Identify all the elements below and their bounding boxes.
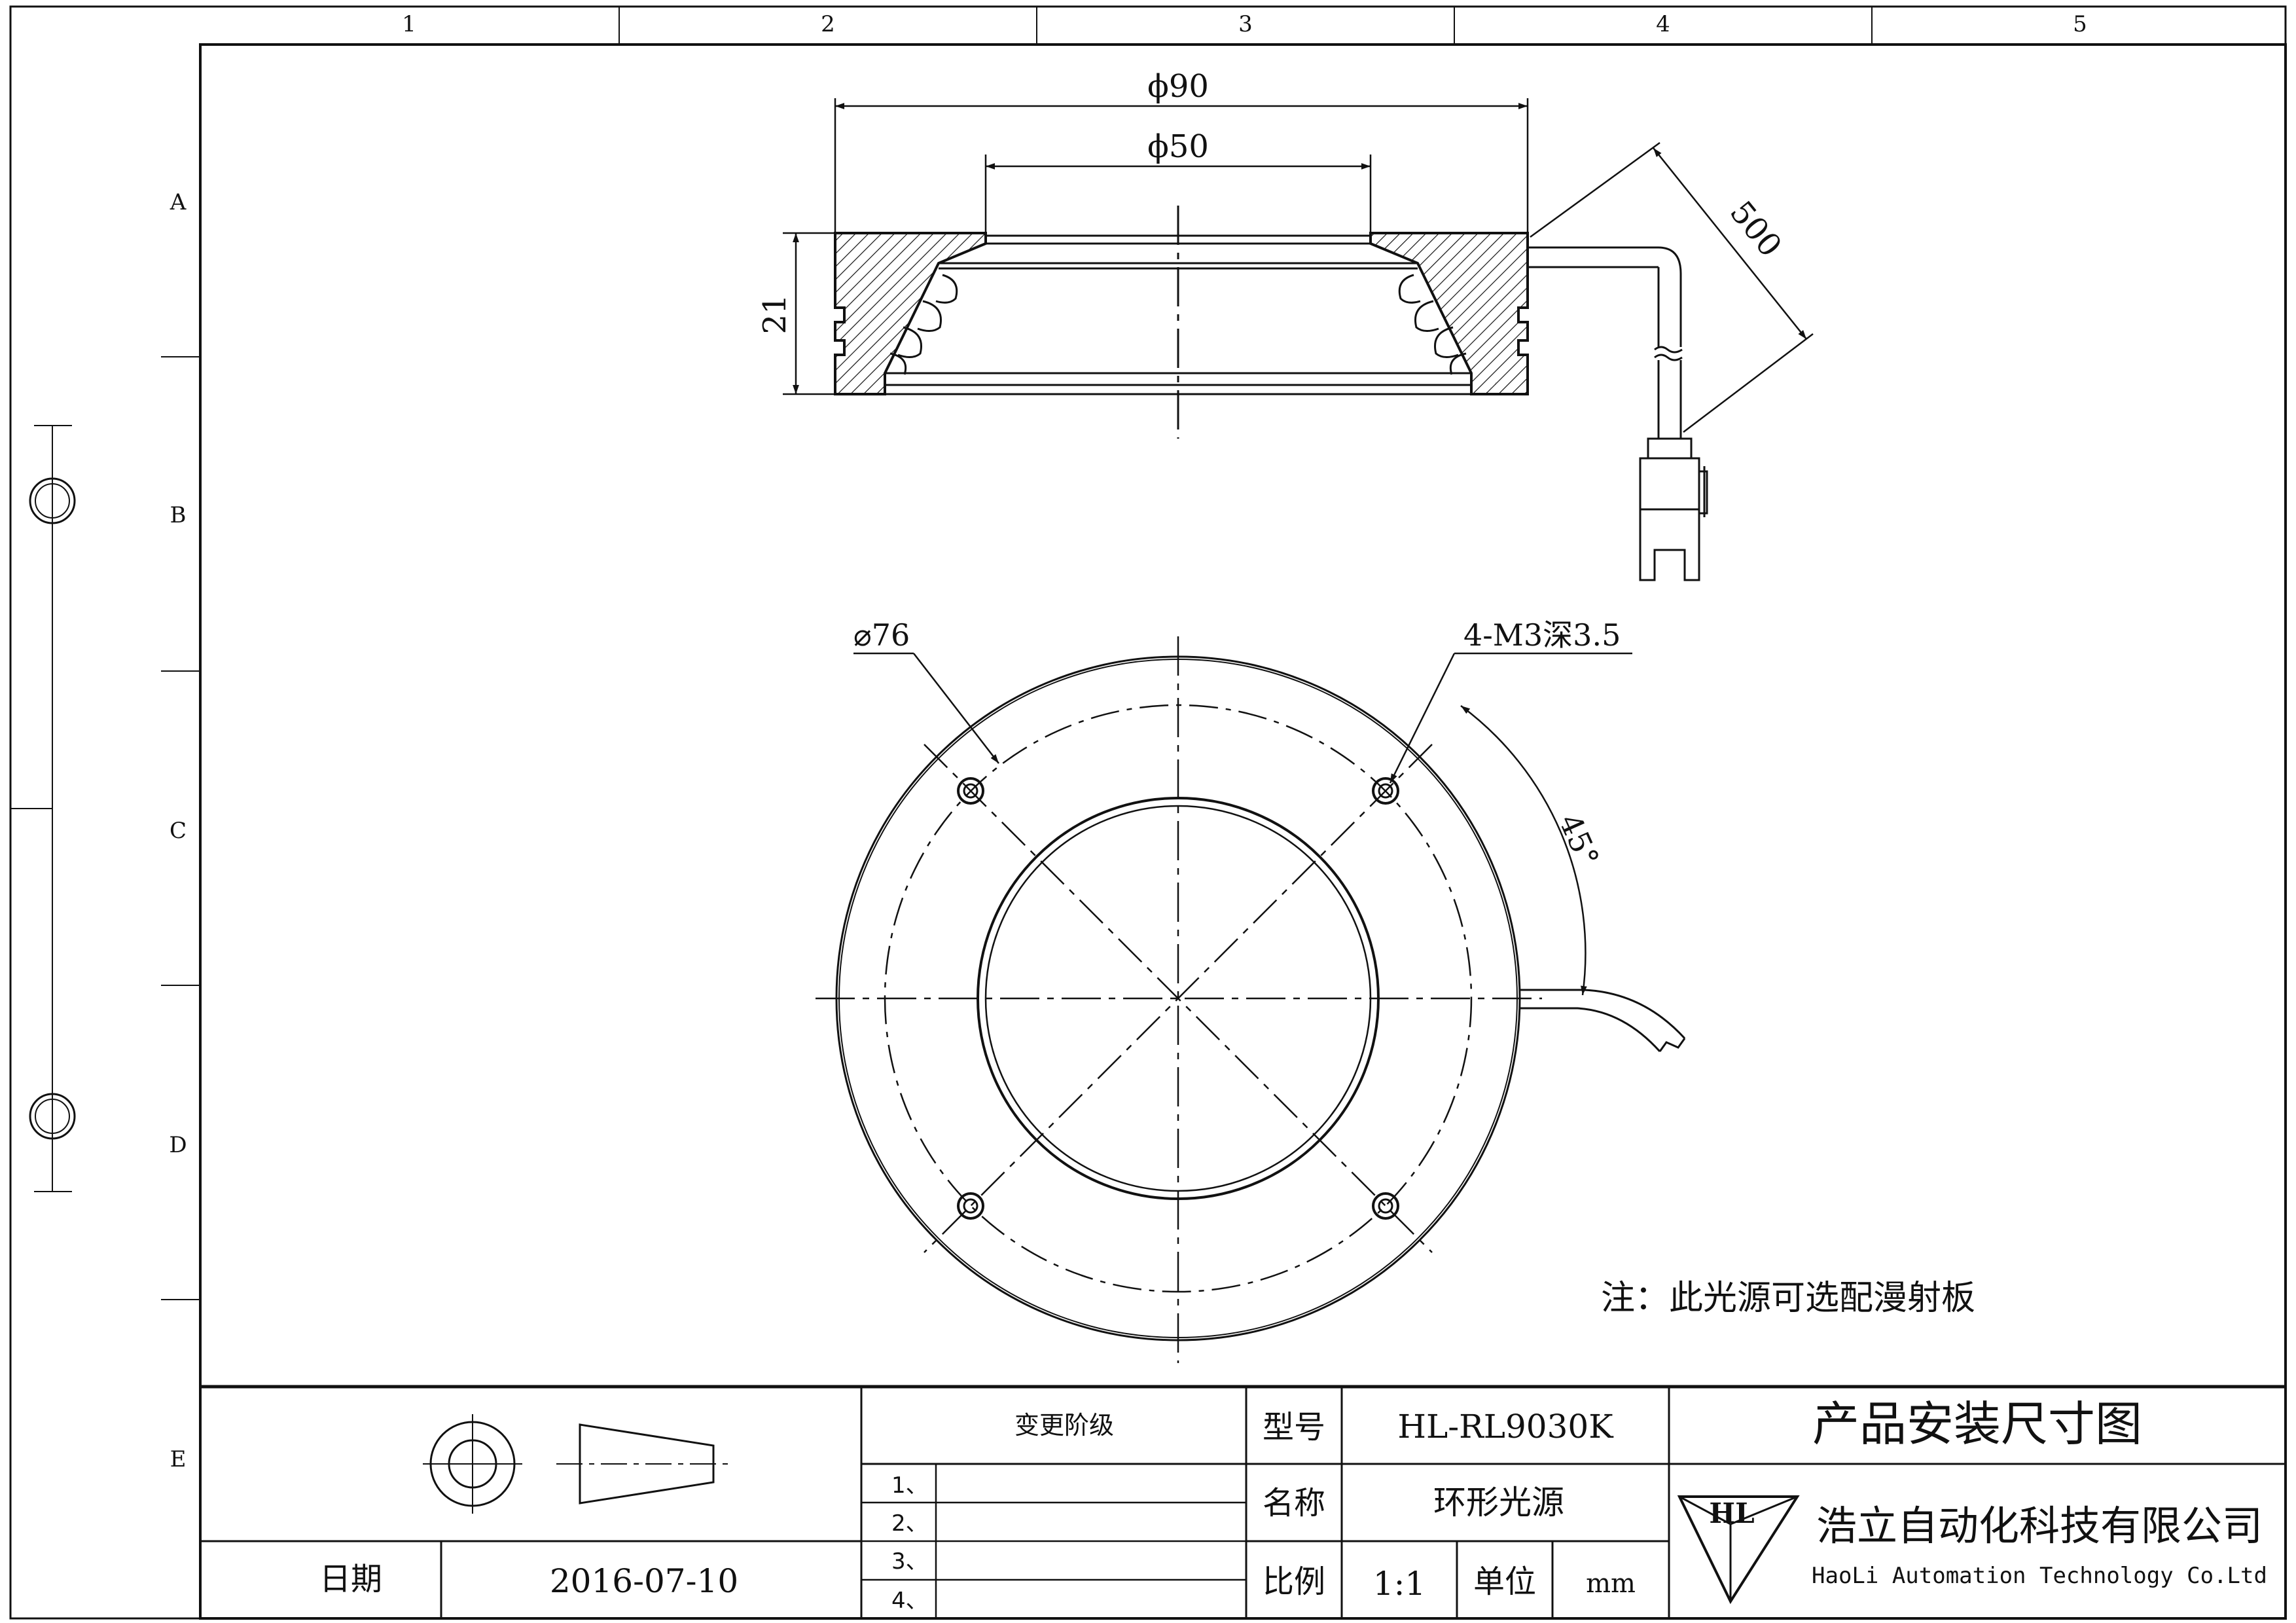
date-value: 2016-07-10	[550, 1562, 738, 1600]
zone-row-b: B	[170, 502, 187, 528]
unit-label: 单位	[1473, 1563, 1536, 1600]
zone-col-4: 4	[1656, 11, 1670, 37]
section-hatch-left	[834, 232, 987, 395]
drawing-note: 注：此光源可选配漫射板	[1601, 1279, 1975, 1318]
zone-row-a: A	[170, 189, 187, 215]
sheet-frame	[9, 5, 2287, 1620]
dim-outer-diameter: ϕ90	[1147, 68, 1209, 105]
dim-bolt-circle: ⌀76	[853, 617, 910, 653]
dim-cable-length: 500	[1723, 194, 1789, 264]
zone-row-c: C	[170, 818, 187, 844]
dim-inner-diameter: ϕ50	[1147, 128, 1209, 165]
section-view: ϕ90 ϕ50 21 500	[757, 68, 1814, 581]
zone-col-3: 3	[1238, 11, 1253, 37]
zone-row-e: E	[170, 1446, 187, 1472]
change-row-2: 2、	[891, 1510, 928, 1537]
unit-value: mm	[1586, 1569, 1636, 1599]
zone-col-2: 2	[821, 11, 835, 37]
section-hatch-right	[1369, 232, 1529, 395]
change-row-4: 4、	[891, 1588, 928, 1614]
plan-view: ⌀76 4-M3深3.5 45°	[816, 617, 1686, 1363]
zone-row-d: D	[169, 1132, 187, 1158]
zone-col-1: 1	[402, 11, 416, 37]
company-name-cn: 浩立自动化科技有限公司	[1816, 1502, 2263, 1550]
scale-value: 1:1	[1373, 1565, 1426, 1603]
dim-height: 21	[757, 294, 793, 334]
company-name-en: HaoLi Automation Technology Co.Ltd	[1812, 1563, 2267, 1589]
name-value: 环形光源	[1433, 1484, 1564, 1522]
zone-col-5: 5	[2073, 11, 2087, 37]
change-stage-label: 变更阶级	[1014, 1411, 1114, 1440]
date-label: 日期	[319, 1561, 382, 1597]
dim-angle: 45°	[1552, 809, 1605, 871]
scale-label: 比例	[1263, 1563, 1325, 1600]
title-block	[200, 1385, 2286, 1618]
model-label: 型号	[1263, 1409, 1325, 1446]
logo-text: HL	[1709, 1497, 1754, 1529]
dim-holes: 4-M3深3.5	[1463, 617, 1621, 653]
model-value: HL-RL9030K	[1397, 1408, 1614, 1446]
change-row-1: 1、	[891, 1472, 928, 1499]
drawing-title: 产品安装尺寸图	[1812, 1396, 2142, 1451]
name-label: 名称	[1263, 1485, 1325, 1522]
change-row-3: 3、	[891, 1548, 928, 1575]
